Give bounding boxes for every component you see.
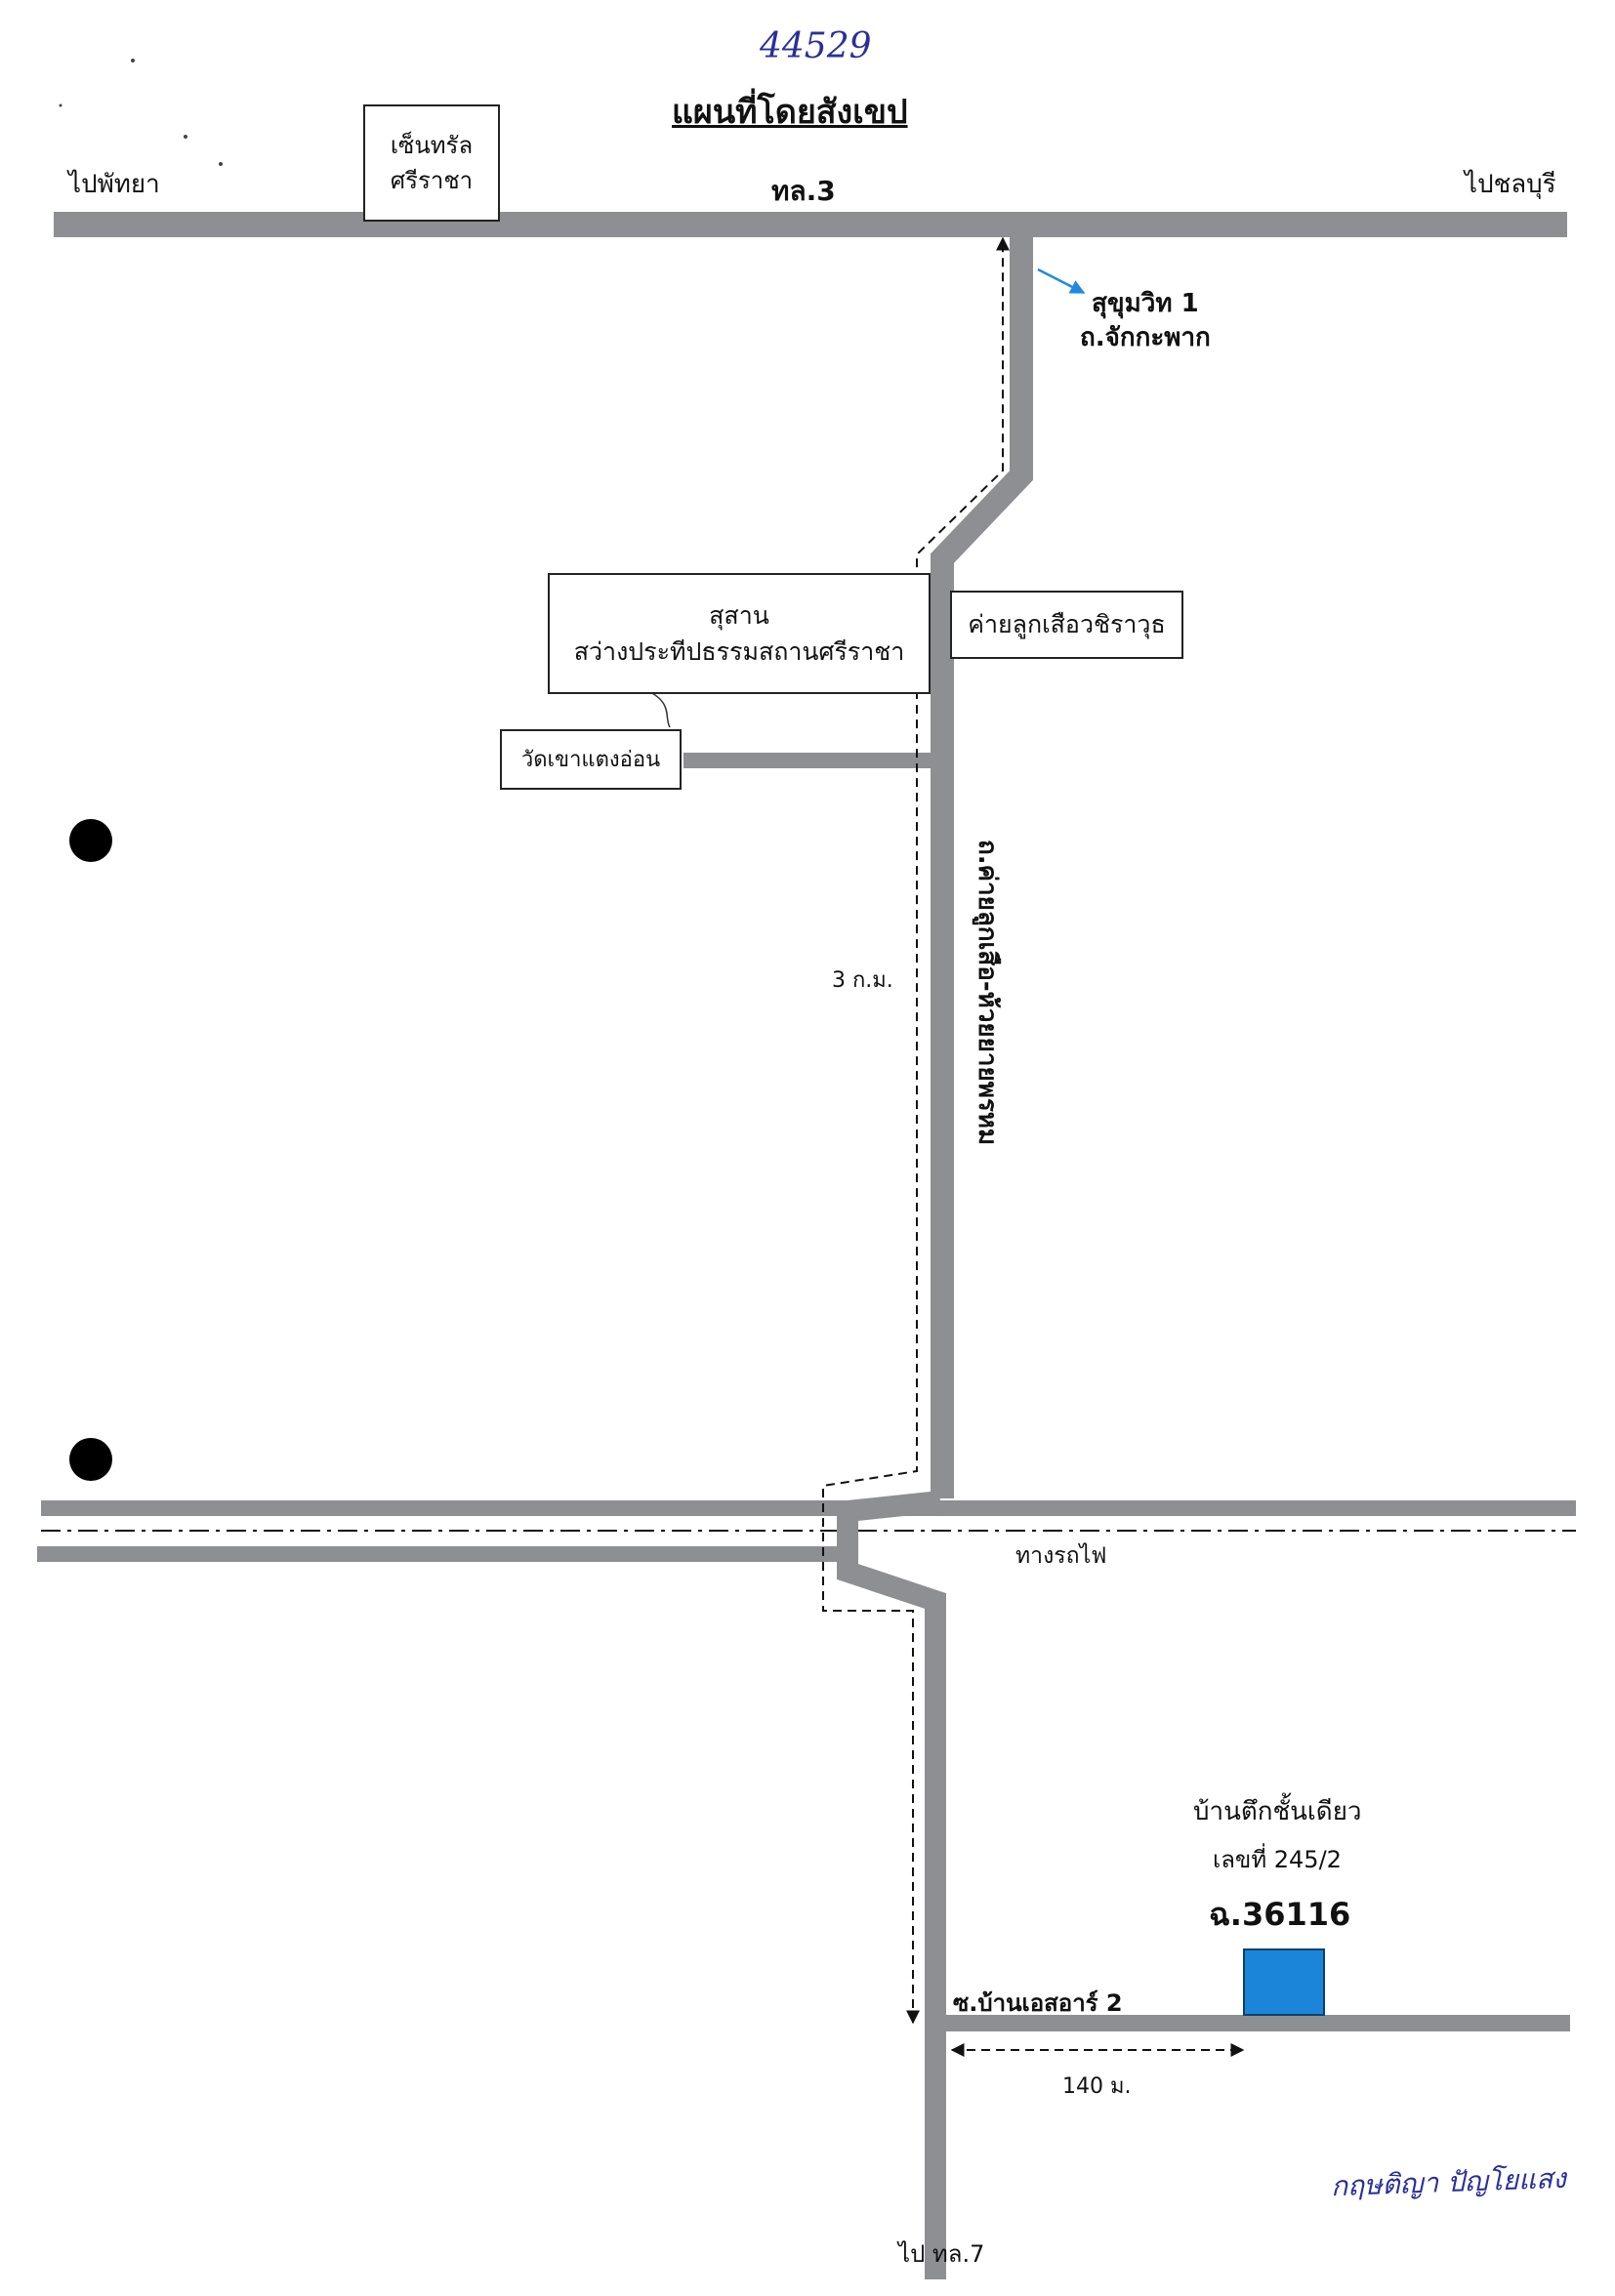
temple-leader-line (645, 689, 671, 728)
property-type-label: บ้านตึกชั้นเดียว (1193, 1797, 1362, 1826)
central-sriracha-box: เซ็นทรัล ศรีราชา (363, 104, 500, 222)
temple-label: วัดเขาแตงอ่อน (520, 747, 661, 772)
cemetery-line1: สุสาน (709, 600, 769, 630)
scan-speck (131, 59, 135, 62)
vertical-road-label: ถ.ค่ายลูกเสือ-ห้วยยายพรหม (973, 840, 1002, 1146)
highway-3-label: ทล.3 (771, 175, 836, 207)
soi-distance-label: 140 ม. (1062, 2074, 1132, 2099)
railway-upper-strip (41, 1500, 1576, 1516)
to-highway-7-label: ไป ทล.7 (898, 2240, 985, 2268)
house-number-label: เลขที่ 245/2 (1213, 1846, 1342, 1873)
to-pattaya-label: ไปพัทยา (68, 170, 160, 199)
highway-3-road (54, 212, 1567, 237)
punch-hole-lower (69, 1438, 112, 1481)
scan-speck (184, 135, 187, 139)
to-chonburi-label: ไปชลบุรี (1465, 170, 1556, 199)
map-title: แผนที่โดยสังเขป (672, 93, 908, 132)
sukhumvit-line1: สุขุมวิท 1 (1092, 289, 1199, 318)
railway-label: ทางรถไฟ (1015, 1543, 1107, 1569)
scan-speck (59, 103, 62, 107)
scan-speck (219, 162, 223, 166)
temple-box: วัดเขาแตงอ่อน (500, 729, 682, 790)
railway-lower-strip (37, 1546, 844, 1562)
soi-label: ซ.บ้านเอสอาร์ 2 (953, 1989, 1123, 2017)
document-number: 44529 (760, 26, 872, 66)
handwritten-signature: กฤษติญา ปัญโยแสง (1330, 2161, 1567, 2203)
camp-road-crossing (837, 1491, 946, 2279)
route-dashed-line (822, 236, 1010, 2025)
temple-branch-road (683, 753, 941, 768)
scout-camp-label: ค่ายลูกเสือวชิราวุธ (968, 610, 1166, 639)
soi-road (926, 2015, 1570, 2031)
deed-number-label: ฉ.36116 (1209, 1896, 1351, 1933)
route-distance-label: 3 ก.ม. (832, 968, 893, 993)
sukhumvit-line2: ถ.จักกะพาก (1080, 323, 1211, 353)
scout-camp-box: ค่ายลูกเสือวชิราวุธ (950, 591, 1183, 659)
punch-hole-upper (69, 819, 112, 862)
cemetery-line2: สว่างประทีปธรรมสถานศรีราชา (573, 637, 905, 666)
sukhumvit-pointer-arrow (1037, 267, 1086, 295)
central-label-line1: เซ็นทรัล (390, 132, 474, 159)
cemetery-box: สุสาน สว่างประทีปธรรมสถานศรีราชา (548, 573, 931, 694)
property-marker (1243, 1948, 1325, 2016)
sukhumvit-label: สุขุมวิท 1 ถ.จักกะพาก (1080, 287, 1211, 355)
central-label-line2: ศรีราชา (390, 167, 474, 194)
